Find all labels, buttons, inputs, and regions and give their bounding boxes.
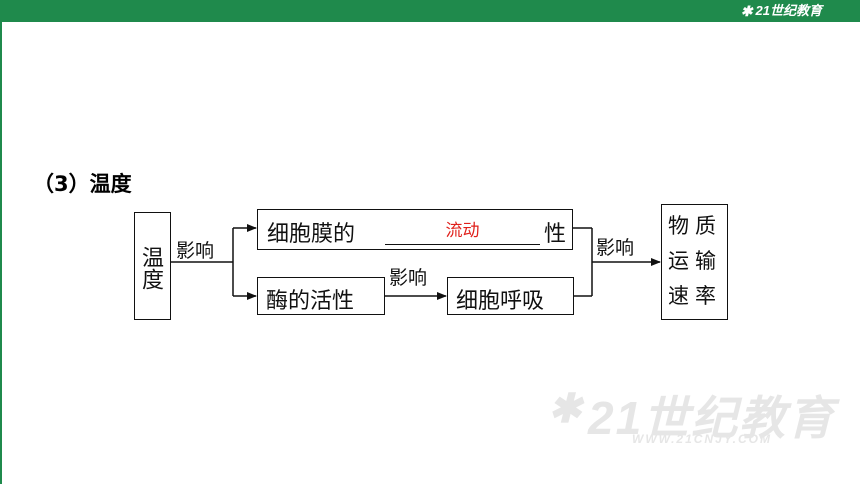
answer-blank: 流动 — [385, 218, 540, 245]
influence-label-3: 影响 — [596, 237, 635, 259]
membrane-prefix: 细胞膜的 — [267, 222, 356, 247]
influence-label-1: 影响 — [176, 240, 215, 262]
transport-rate-label: 物质运输速率 — [668, 214, 722, 308]
site-logo-text: 21世纪教育 — [755, 3, 822, 18]
watermark-url: WWW.21CNJY.COM — [632, 432, 773, 446]
cell-respiration-box: 细胞呼吸 — [447, 277, 574, 315]
runner-icon: ✱ — [740, 3, 753, 19]
respiration-label: 细胞呼吸 — [456, 289, 545, 314]
transport-rate-box: 物质运输速率 — [661, 204, 728, 320]
temperature-box: 温度 — [134, 212, 171, 320]
watermark: ✱ 21世纪教育 WWW.21CNJY.COM — [548, 382, 848, 454]
watermark-title: 21世纪教育 — [588, 392, 836, 444]
answer-text: 流动 — [445, 221, 480, 241]
temperature-label: 温度 — [138, 246, 163, 290]
influence-label-2: 影响 — [389, 267, 428, 289]
top-banner: ✱ 21世纪教育 — [0, 0, 860, 22]
left-border-rule — [0, 22, 2, 484]
watermark-runner-icon: ✱ — [548, 387, 582, 431]
membrane-suffix: 性 — [544, 222, 567, 247]
enzyme-label: 酶的活性 — [266, 289, 355, 314]
site-logo: ✱ 21世纪教育 — [741, 2, 822, 20]
section-heading: （3）温度 — [33, 172, 132, 196]
membrane-fluidity-box: 细胞膜的 流动 性 — [257, 209, 573, 250]
enzyme-activity-box: 酶的活性 — [257, 277, 385, 315]
